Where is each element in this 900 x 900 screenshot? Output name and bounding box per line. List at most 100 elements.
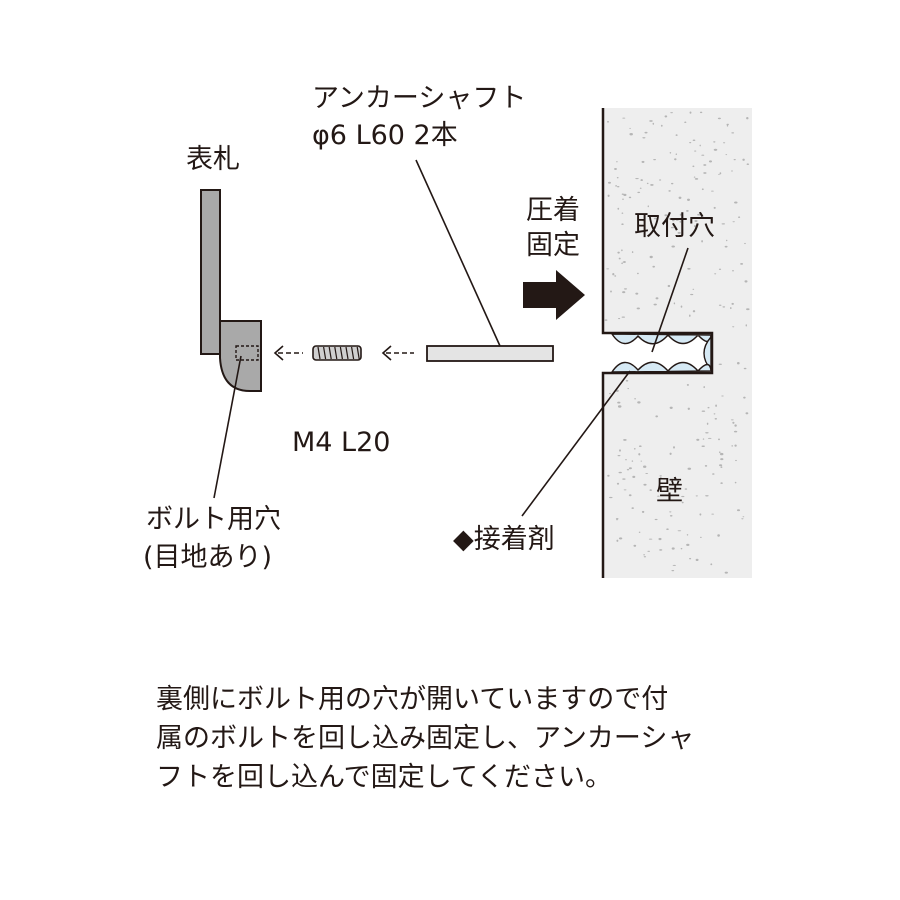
assembly-arrow-shaft bbox=[381, 345, 414, 361]
wall-speckle bbox=[699, 513, 702, 516]
wall-speckle bbox=[657, 495, 660, 497]
wall-speckle bbox=[669, 152, 672, 154]
bolt-thread bbox=[334, 346, 338, 360]
wall-speckle bbox=[604, 319, 608, 321]
wall-speckle bbox=[671, 569, 675, 572]
wall-speckle bbox=[730, 419, 734, 421]
wall-speckle bbox=[669, 452, 672, 455]
wall-speckle bbox=[722, 142, 726, 144]
wall-speckle bbox=[725, 239, 728, 242]
wall-speckle bbox=[675, 219, 679, 221]
assembly-arrow-bolt bbox=[273, 345, 303, 361]
label-bolt-hole-2: (目地あり) bbox=[143, 542, 272, 573]
wall-speckle bbox=[632, 475, 636, 479]
wall-speckle bbox=[614, 168, 617, 170]
wall-speckle bbox=[689, 314, 691, 317]
wall-speckle bbox=[659, 549, 663, 551]
wall-speckle bbox=[681, 501, 684, 504]
wall-speckle bbox=[653, 158, 657, 161]
wall-speckle bbox=[660, 124, 663, 127]
wall-speckle bbox=[631, 507, 634, 509]
wall-speckle bbox=[720, 466, 723, 468]
wall-speckle bbox=[702, 438, 705, 440]
wall-speckle bbox=[734, 444, 737, 447]
wall-speckle bbox=[743, 396, 746, 399]
wall-speckle bbox=[701, 445, 705, 447]
wall-speckle bbox=[713, 141, 716, 143]
sign-plate-body bbox=[200, 189, 221, 355]
wall-speckle bbox=[622, 478, 626, 480]
label-press-fix-1: 圧着 bbox=[526, 195, 580, 226]
wall-speckle bbox=[745, 412, 749, 415]
wall-speckle bbox=[694, 220, 698, 222]
wall-speckle bbox=[671, 219, 675, 222]
wall-speckle bbox=[677, 530, 682, 532]
wall-speckle bbox=[631, 460, 634, 462]
wall-speckle bbox=[734, 424, 737, 427]
wall-speckle bbox=[635, 178, 639, 180]
wall-speckle bbox=[633, 544, 637, 547]
wall-speckle bbox=[621, 316, 626, 318]
wall-speckle bbox=[689, 111, 692, 114]
wall-speckle bbox=[687, 267, 691, 270]
wall-speckle bbox=[738, 216, 741, 218]
wall-speckle bbox=[608, 181, 611, 184]
wall-speckle bbox=[695, 558, 699, 562]
wall-speckle bbox=[680, 547, 683, 550]
press-fix-arrow bbox=[523, 270, 585, 320]
wall-speckle bbox=[643, 483, 647, 486]
wall-speckle bbox=[616, 186, 620, 188]
wall-speckle bbox=[734, 481, 737, 484]
wall-speckle bbox=[713, 206, 716, 209]
wall-speckle bbox=[621, 193, 624, 195]
wall-speckle bbox=[616, 539, 619, 542]
wall-speckle bbox=[628, 196, 632, 199]
wall-speckle bbox=[617, 207, 620, 210]
wall-speckle bbox=[705, 432, 709, 434]
wall-speckle bbox=[616, 161, 618, 163]
wall-speckle bbox=[607, 194, 610, 197]
wall-speckle bbox=[746, 117, 749, 120]
wall-speckle bbox=[710, 190, 714, 192]
wall-speckle bbox=[733, 158, 736, 161]
wall-speckle bbox=[694, 150, 697, 152]
wall-speckle bbox=[707, 437, 712, 439]
bolt-thread bbox=[356, 346, 360, 360]
leader-adhesive bbox=[521, 370, 631, 517]
bolt-thread bbox=[339, 346, 343, 360]
wall-speckle bbox=[673, 302, 676, 305]
wall-speckle bbox=[713, 148, 718, 151]
wall-speckle bbox=[618, 471, 622, 474]
wall-speckle bbox=[719, 172, 722, 175]
wall-speckle bbox=[687, 198, 690, 201]
wall-speckle bbox=[715, 404, 718, 407]
wall-speckle bbox=[673, 446, 675, 449]
wall-speckle bbox=[618, 537, 623, 540]
wall-speckle bbox=[745, 324, 748, 327]
wall-speckle bbox=[623, 193, 627, 197]
wall-speckle bbox=[629, 127, 631, 129]
wall-speckle bbox=[712, 473, 715, 475]
wall-speckle bbox=[638, 453, 641, 456]
wall-speckle bbox=[686, 543, 690, 547]
wall-speckle bbox=[667, 284, 671, 288]
wall-speckle bbox=[622, 291, 626, 294]
label-mount-hole: 取付穴 bbox=[634, 211, 715, 242]
leader-mount-hole bbox=[651, 247, 689, 353]
wall-speckle bbox=[721, 395, 724, 397]
adhesive-fill bbox=[610, 333, 712, 373]
wall-speckle bbox=[731, 445, 733, 447]
wall-speckle bbox=[621, 223, 624, 226]
wall-speckle bbox=[621, 212, 624, 214]
wall-speckle bbox=[719, 452, 724, 456]
wall-speckle bbox=[713, 413, 716, 415]
wall-speckle bbox=[692, 165, 695, 168]
wall-speckle bbox=[618, 257, 621, 260]
wall-speckle bbox=[684, 488, 688, 490]
wall-speckle bbox=[655, 415, 659, 418]
wall-speckle bbox=[643, 556, 647, 558]
wall-speckle bbox=[667, 499, 670, 501]
wall-speckle bbox=[722, 306, 726, 308]
wall-speckle bbox=[692, 139, 696, 141]
wall-speckle bbox=[740, 263, 744, 265]
